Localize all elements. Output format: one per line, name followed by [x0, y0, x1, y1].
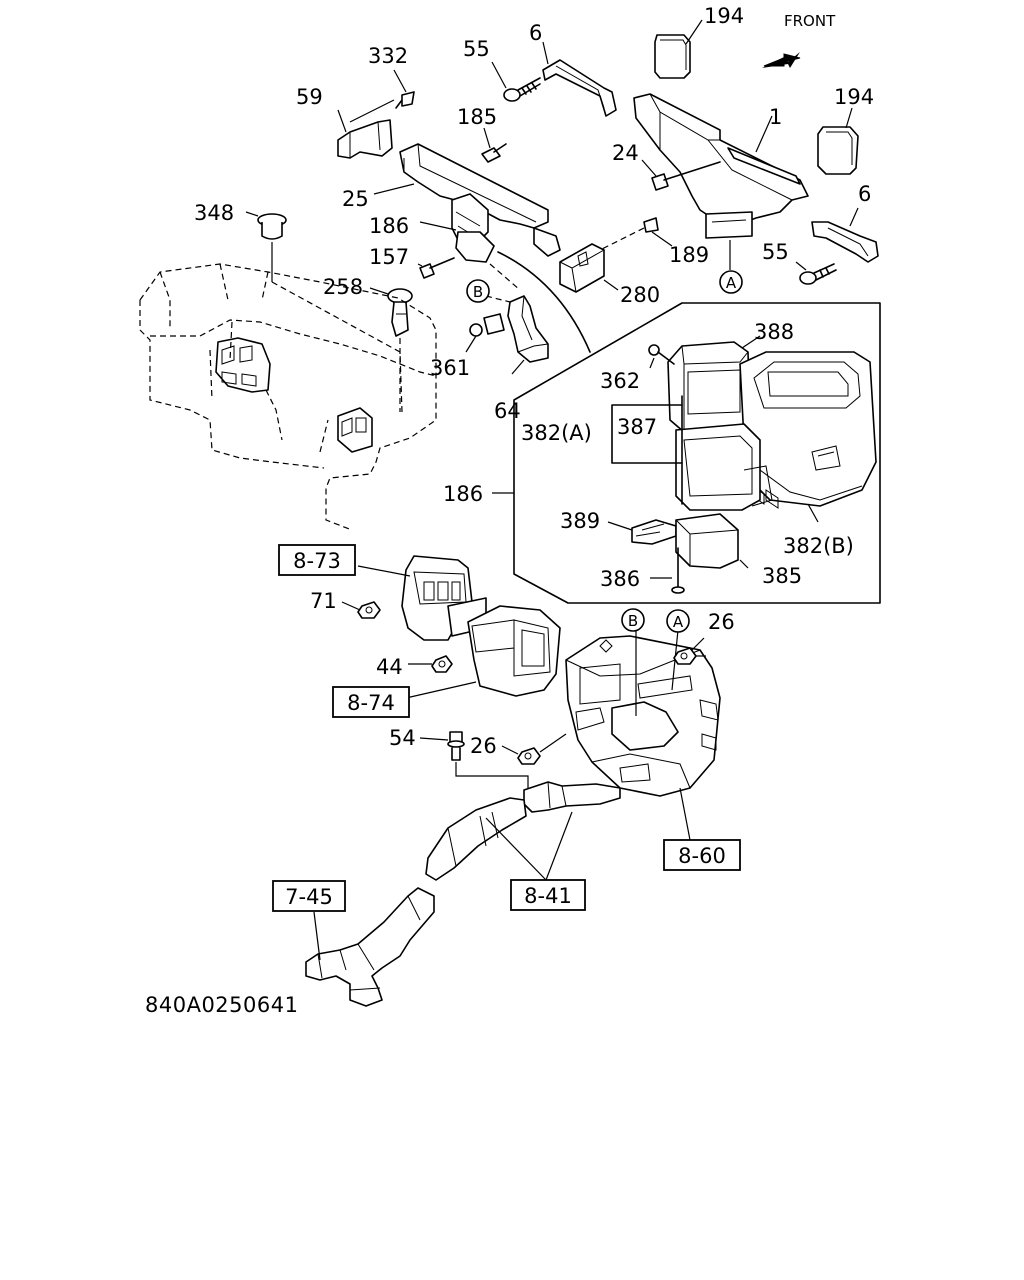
- screw-189: [599, 217, 673, 251]
- callout-1: 1: [769, 105, 782, 129]
- instrument-panel: [139, 263, 437, 531]
- duct-6-right: [811, 207, 879, 263]
- callout-26-upper: 26: [708, 610, 735, 634]
- reference-box-873: 8-73: [278, 544, 356, 576]
- screw-55-upper: [491, 61, 541, 102]
- callout-194-top: 194: [704, 4, 744, 28]
- callout-362: 362: [600, 369, 640, 393]
- floor-duct-841: [425, 781, 621, 881]
- duct-6-upper: [542, 41, 617, 117]
- marker-b-upper: B: [466, 279, 490, 303]
- svg-text:8-73: 8-73: [293, 549, 341, 573]
- cover-pad-194-top: [654, 19, 703, 79]
- housing-382b: [739, 351, 877, 523]
- duct-64: [485, 295, 549, 375]
- screw-332: [393, 69, 415, 109]
- callout-24: 24: [612, 141, 639, 165]
- callout-25: 25: [342, 187, 369, 211]
- callout-186-detail: 186: [443, 482, 483, 506]
- callout-387: 387: [617, 415, 657, 439]
- svg-text:8-74: 8-74: [347, 691, 395, 715]
- callout-71: 71: [310, 589, 337, 613]
- svg-text:A: A: [673, 613, 684, 631]
- marker-a-lower: A: [666, 609, 690, 633]
- callout-186-upper: 186: [369, 214, 409, 238]
- grommet-348: [245, 211, 287, 282]
- svg-text:A: A: [726, 274, 737, 292]
- detail-frame: [513, 302, 881, 604]
- screw-24: [641, 159, 721, 191]
- reference-box-874: 8-74: [332, 686, 410, 718]
- screw-386: [650, 547, 685, 594]
- callout-385: 385: [762, 564, 802, 588]
- sensor-258: [369, 287, 413, 412]
- housing-382a: [675, 423, 773, 511]
- front-label: FRONT: [784, 12, 836, 30]
- drawing-code: 840A0250641: [145, 993, 298, 1017]
- rear-duct-745: [305, 887, 435, 1007]
- callout-382b: 382(B): [783, 534, 854, 558]
- nut-26-lower: [501, 733, 567, 765]
- callout-157: 157: [369, 245, 409, 269]
- duct-388: [667, 335, 761, 433]
- callout-189: 189: [669, 243, 709, 267]
- callout-382a: 382(A): [521, 421, 592, 445]
- svg-text:B: B: [473, 283, 483, 301]
- duct-874: [405, 605, 561, 699]
- nut-71: [341, 601, 381, 619]
- clip-361: [465, 313, 505, 353]
- callout-6-right: 6: [858, 182, 871, 206]
- callout-55-upper: 55: [463, 37, 490, 61]
- callout-44: 44: [376, 655, 403, 679]
- svg-text:8-60: 8-60: [678, 844, 726, 868]
- duct-25: [373, 143, 561, 257]
- front-direction-indicator: FRONT: [762, 12, 836, 68]
- screw-55-lower: [795, 261, 837, 285]
- rod-387: [611, 395, 683, 505]
- callout-labels: 194 194 332 55 6 59 185 1 24 6 25 348 18…: [145, 4, 874, 1017]
- reference-box-860: 8-60: [663, 839, 741, 871]
- nut-44: [408, 655, 453, 673]
- nut-26-upper: [673, 637, 706, 665]
- bolt-185: [481, 127, 507, 163]
- callout-6-upper: 6: [529, 21, 542, 45]
- duct-1: [633, 93, 809, 270]
- callout-59: 59: [296, 85, 323, 109]
- callout-185: 185: [457, 105, 497, 129]
- callout-332: 332: [368, 44, 408, 68]
- callout-54: 54: [389, 726, 416, 750]
- callout-389: 389: [560, 509, 600, 533]
- callout-348: 348: [194, 201, 234, 225]
- marker-a-upper: A: [719, 270, 743, 294]
- reference-box-841: 8-41: [510, 879, 586, 911]
- callout-194-right: 194: [834, 85, 874, 109]
- callout-258: 258: [323, 275, 363, 299]
- screw-362: [648, 344, 675, 369]
- reference-box-745: 7-45: [272, 880, 346, 912]
- callout-361: 361: [430, 356, 470, 380]
- svg-text:B: B: [628, 612, 638, 630]
- svg-text:8-41: 8-41: [524, 884, 572, 908]
- cover-pad-194-right: [817, 107, 859, 175]
- center-vent-873: [357, 555, 487, 641]
- marker-b-lower: B: [621, 608, 645, 632]
- actuator-385: [675, 513, 749, 569]
- svg-text:7-45: 7-45: [285, 885, 333, 909]
- duct-59: [337, 99, 395, 159]
- callout-55-lower: 55: [762, 240, 789, 264]
- actuator-389: [607, 519, 677, 545]
- duct-280: [559, 243, 619, 293]
- callout-64: 64: [494, 399, 521, 423]
- screw-157: [417, 257, 455, 279]
- leader-bracket: [497, 251, 591, 353]
- callout-386: 386: [600, 567, 640, 591]
- callout-388: 388: [754, 320, 794, 344]
- callout-26-lower: 26: [470, 734, 497, 758]
- heater-unit-860: [565, 629, 721, 841]
- bracket-186: [419, 193, 495, 263]
- callout-280: 280: [620, 283, 660, 307]
